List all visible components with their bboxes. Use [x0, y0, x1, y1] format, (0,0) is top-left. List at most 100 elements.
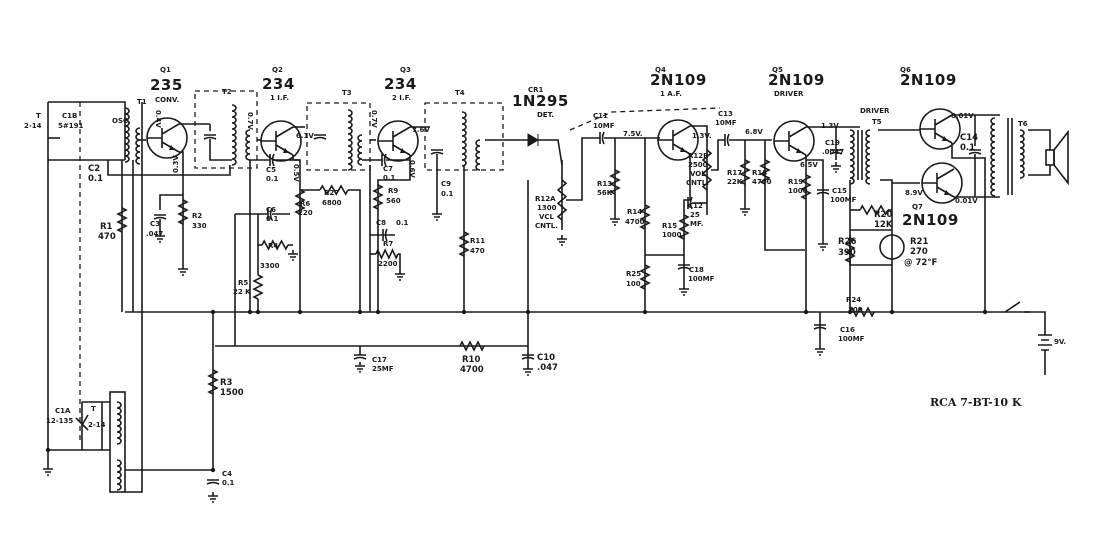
junction-dot: [297, 309, 303, 315]
battery-voltage: 9V.: [1054, 338, 1066, 346]
r10-ref: R10: [462, 355, 480, 365]
wire: [951, 143, 986, 312]
r4-val: 3300: [260, 262, 280, 270]
q6-ref: Q6: [900, 66, 911, 74]
transistor-leads: [658, 125, 691, 155]
r9-val: 560: [386, 197, 401, 205]
resistor-symbol: [375, 248, 399, 260]
emitter-arrow-icon: [169, 145, 175, 150]
q7-base-voltage: 8.9V: [905, 189, 923, 197]
q5-emitter-voltage: 6.5V: [800, 161, 818, 169]
r19-val: 1000: [788, 187, 808, 195]
r12a-l4: CNTL.: [535, 222, 558, 230]
t4-label: T4: [455, 89, 465, 97]
ground-icon: [395, 270, 405, 281]
c17-ref: C17: [372, 356, 387, 364]
r1-val: 470: [98, 232, 116, 242]
q3-ref: Q3: [400, 66, 411, 74]
coil-winding: [865, 129, 871, 185]
c19-ref: C19: [825, 139, 840, 147]
ground-icon: [43, 465, 53, 476]
c10-ref: C10: [537, 353, 555, 363]
r20-ref: R20: [874, 210, 892, 220]
ground-icon: [208, 492, 218, 503]
c1b-trim-ref: T: [36, 112, 41, 120]
r7-ref: R7: [383, 240, 393, 248]
q2-base-voltage: 0.7V: [246, 112, 254, 130]
c12-ref: C12: [688, 202, 703, 210]
r20-val: 12K: [874, 220, 893, 230]
c4-val: 0.1: [222, 479, 235, 487]
emitter-arrow-icon: [680, 147, 686, 152]
c4-ref: C4: [222, 470, 232, 478]
coil-winding: [135, 127, 141, 165]
capacitor-symbol: [677, 264, 691, 270]
coil-winding: [475, 139, 481, 171]
c2-ref: C2: [88, 164, 100, 174]
wire: [683, 154, 691, 285]
q5-ref: Q5: [772, 66, 783, 74]
c15-val: 100MF: [830, 196, 857, 204]
transistor-leads: [378, 126, 411, 156]
resistor-symbol: [609, 169, 621, 195]
c18-ref: C18: [689, 266, 704, 274]
capacitor-symbol: [813, 324, 827, 330]
mechanical-link: [569, 107, 721, 131]
capacitor-symbol: [353, 354, 367, 360]
r3-ref: R3: [220, 378, 233, 388]
resistor-symbol: [261, 239, 289, 251]
cr1-ref: CR1: [528, 86, 544, 94]
resistor-symbol: [319, 184, 349, 196]
resistor-symbol: [207, 369, 219, 395]
resistor-symbol: [701, 149, 713, 191]
junction-dot: [642, 309, 648, 315]
capacitor-symbol: [521, 354, 535, 360]
c17-val: 25MF: [372, 365, 394, 373]
c11-val: 10MF: [593, 122, 615, 130]
r24-ref: R24: [846, 296, 861, 304]
power-switch-icon: [1004, 301, 1030, 313]
resistor-symbol: [639, 204, 651, 230]
resistor-symbol: [800, 174, 812, 200]
q4-base-voltage: 7.5V.: [623, 130, 643, 138]
c16-val: 100MF: [838, 335, 865, 343]
q7-collector-voltage: 0.01V: [955, 197, 978, 205]
r17-ref: R17: [727, 169, 742, 177]
coil-winding: [849, 129, 855, 185]
ground-icon: [288, 250, 298, 261]
r2-ref: R2: [192, 212, 202, 220]
c10-val: .047: [537, 363, 558, 373]
q3-emitter-voltage: 0.6V: [408, 160, 416, 178]
c9-ref: C9: [441, 180, 451, 188]
c12-unit: MF.: [690, 220, 703, 228]
transistor-leads: [920, 114, 953, 144]
c5-ref: C5: [266, 166, 276, 174]
q3-role: 2 I.F.: [392, 94, 411, 102]
t6-label: T6: [1018, 120, 1028, 128]
coil-winding: [1019, 129, 1025, 179]
resistor-symbol: [177, 199, 189, 225]
c2-val: 0.1: [88, 174, 103, 184]
wire: [880, 179, 893, 312]
r21-val: 270: [910, 247, 928, 257]
emitter-arrow-icon: [283, 148, 289, 153]
r26-ref: R26: [838, 237, 856, 247]
junction-dot: [255, 309, 261, 315]
r5-val: 22 K: [233, 288, 251, 296]
wire: [1028, 129, 1051, 150]
r25-ref: R25: [626, 270, 641, 278]
diode-symbol: [527, 133, 539, 147]
r19-ref: R19: [788, 178, 803, 186]
wire: [377, 155, 411, 312]
r21-ref: R21: [910, 237, 928, 247]
q5-collector-voltage: 1.3V: [821, 122, 839, 130]
q7-type: 2N109: [902, 211, 959, 229]
labels: Q1 235 CONV. Q2 234 1 I.F. Q3 234 2 I.F.…: [24, 66, 1066, 487]
q1-ref: Q1: [160, 66, 171, 74]
junction-dot: [247, 309, 253, 315]
ground-icon: [178, 265, 188, 276]
junction-dot: [803, 309, 809, 315]
r13-val: 56K: [597, 189, 613, 197]
c15-ref: C15: [832, 187, 847, 195]
